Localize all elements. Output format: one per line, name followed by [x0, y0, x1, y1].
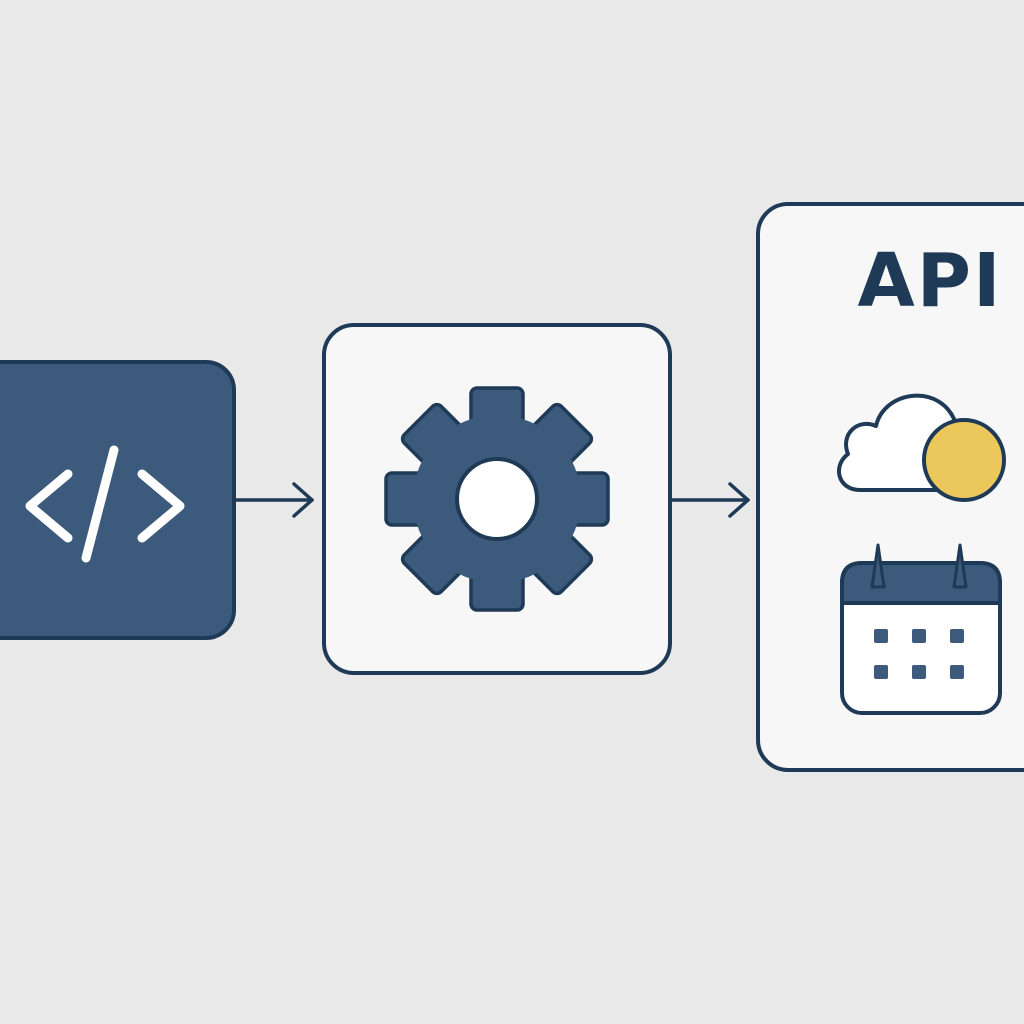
code-brackets-icon	[25, 445, 185, 563]
processing-node	[322, 323, 672, 675]
code-node	[0, 360, 236, 640]
flow-arrow-1	[234, 482, 314, 518]
cloud-sun-icon	[837, 393, 1006, 502]
flow-arrow-2	[672, 482, 750, 518]
api-title: API	[857, 238, 1003, 324]
calendar-icon	[840, 543, 1002, 715]
gear-icon	[384, 386, 610, 612]
api-node: API	[756, 202, 1024, 772]
